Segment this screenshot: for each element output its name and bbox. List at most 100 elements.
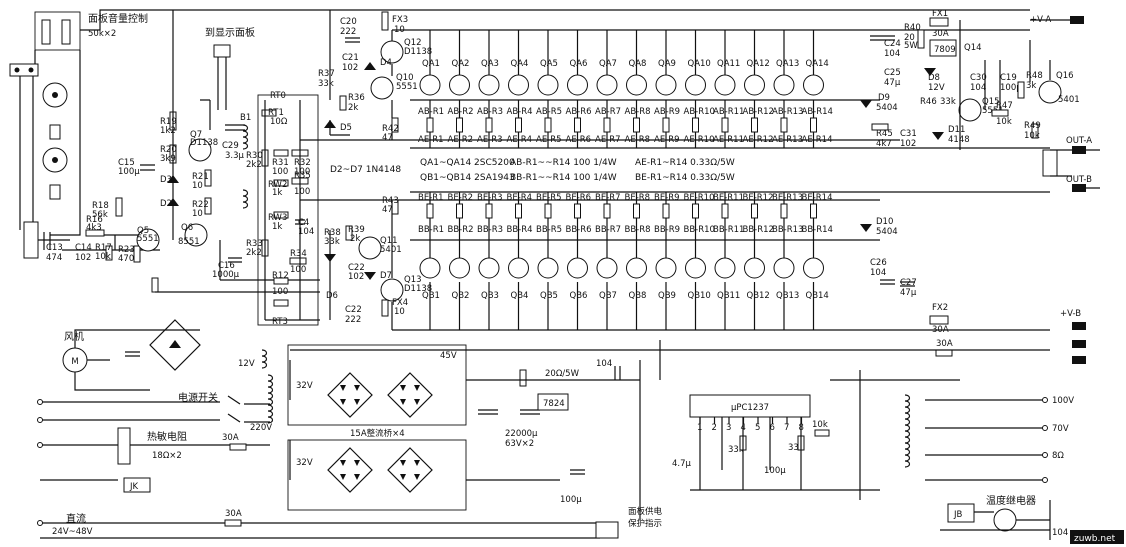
out-b-label: OUT-B xyxy=(1066,175,1092,185)
svg-text:R18: R18 xyxy=(92,201,109,211)
ber-label: BE-R2 xyxy=(448,193,474,203)
aer-label: AE-R5 xyxy=(536,135,562,145)
svg-text:5W: 5W xyxy=(904,41,918,51)
qb-transistor xyxy=(685,257,706,279)
svg-text:R40: R40 xyxy=(904,23,921,33)
abr-label: AB-R6 xyxy=(566,107,592,117)
q6-transistor xyxy=(184,223,208,247)
svg-text:R30: R30 xyxy=(246,151,263,161)
svg-text:102: 102 xyxy=(75,253,91,263)
qa-label: QA2 xyxy=(452,59,470,69)
qb-label: QB14 xyxy=(806,291,829,301)
qa-label: QA5 xyxy=(540,59,558,69)
svg-text:47μ: 47μ xyxy=(884,78,901,88)
svg-text:Q13: Q13 xyxy=(404,275,422,285)
rectifier-box-top xyxy=(287,344,467,426)
qa-transistor-array: QA1AB-R1AE-R1QA2AB-R2AE-R2QA3AB-R3AE-R3Q… xyxy=(418,30,833,148)
qb-label: QB8 xyxy=(629,291,647,301)
qa-label: QA6 xyxy=(570,59,588,69)
aer-resistor xyxy=(810,117,817,133)
out-100v-label: 100V xyxy=(1052,396,1074,406)
rectifier-box-bottom xyxy=(287,439,467,511)
bbr-label: BB-R7 xyxy=(595,225,621,235)
r10k-label: 10k xyxy=(812,420,828,430)
aer-label: AE-R14 xyxy=(802,135,833,145)
svg-text:R43: R43 xyxy=(382,196,399,206)
svg-text:C21: C21 xyxy=(342,53,359,63)
thermistor xyxy=(117,427,131,465)
volume-control-label: 面板音量控制 xyxy=(88,12,148,25)
q5-transistor xyxy=(136,228,160,252)
qb-label: QB11 xyxy=(717,291,740,301)
svg-text:C26: C26 xyxy=(870,258,887,268)
qa-label: QA12 xyxy=(747,59,770,69)
svg-text:C22: C22 xyxy=(348,263,365,273)
svg-text:RT1: RT1 xyxy=(268,108,284,118)
qb-transistor xyxy=(449,257,470,279)
ber-label: BE-R5 xyxy=(536,193,562,203)
ber-label: BE-R1 xyxy=(418,193,444,203)
qb-transistor xyxy=(773,257,795,279)
qb-label: QB6 xyxy=(570,291,588,301)
aer-label: AE-R9 xyxy=(654,135,680,145)
abr-label: AB-R11 xyxy=(713,107,744,117)
bbr-label: BB-R11 xyxy=(713,225,744,235)
svg-text:1000μ: 1000μ xyxy=(212,270,240,280)
q11-transistor xyxy=(358,236,382,260)
qa-transistor xyxy=(449,74,470,96)
ber-label: BE-R10 xyxy=(684,193,715,203)
svg-text:5551: 5551 xyxy=(137,234,159,244)
qb-transistor xyxy=(508,257,529,279)
qb-parts-note: QB1~QB14 2SA1943 xyxy=(420,173,515,183)
out-8ohm-label: 8Ω xyxy=(1052,451,1064,461)
svg-text:R36: R36 xyxy=(348,93,365,103)
ber-resistor xyxy=(780,203,788,219)
svg-text:102: 102 xyxy=(342,63,358,73)
bbr-label: BB-R3 xyxy=(477,225,503,235)
svg-text:D1138: D1138 xyxy=(190,138,218,148)
svg-text:RW2: RW2 xyxy=(268,180,287,190)
svg-text:R34: R34 xyxy=(290,249,307,259)
aer-resistor xyxy=(751,117,758,133)
v45-label: 45V xyxy=(440,351,457,361)
aer-label: AE-R8 xyxy=(625,135,651,145)
svg-text:R38: R38 xyxy=(324,228,341,238)
qb-transistor-array: BE-R1BB-R1QB1BE-R2BB-R2QB2BE-R3BB-R3QB3B… xyxy=(418,192,833,330)
upc-label: μPC1237 xyxy=(731,403,769,413)
fx2-label: FX2 xyxy=(932,303,948,313)
svg-text:C19: C19 xyxy=(1000,73,1017,83)
svg-text:56k: 56k xyxy=(92,210,108,220)
svg-text:10: 10 xyxy=(192,181,203,191)
temp-relay-coil xyxy=(993,508,1017,532)
svg-text:Q11: Q11 xyxy=(380,236,398,246)
svg-text:2k2: 2k2 xyxy=(246,248,262,258)
svg-text:3k: 3k xyxy=(1026,81,1036,91)
bbr-label: BB-R2 xyxy=(448,225,474,235)
qa-label: QA13 xyxy=(776,59,799,69)
svg-text:RT3: RT3 xyxy=(272,317,288,327)
ber-resistor xyxy=(721,203,729,219)
ber-label: BE-R3 xyxy=(477,193,503,203)
svg-text:D2: D2 xyxy=(160,199,172,209)
bbr-label: BB-R5 xyxy=(536,225,562,235)
ber-label: BE-R4 xyxy=(507,193,533,203)
aer-label: AE-R4 xyxy=(507,135,533,145)
regulator-7809 xyxy=(929,39,957,57)
qb-label: QB12 xyxy=(747,291,770,301)
display-connector xyxy=(213,44,231,58)
svg-text:4k7: 4k7 xyxy=(876,139,892,149)
abr-label: AB-R14 xyxy=(802,107,833,117)
r20-label: 20Ω/5W xyxy=(545,369,580,379)
qb-transistor xyxy=(419,257,441,279)
q7-transistor xyxy=(188,138,212,162)
svg-text:C22: C22 xyxy=(345,305,362,315)
aer-resistor xyxy=(515,117,522,133)
aer-resistor xyxy=(721,117,729,133)
volume-pot-frame xyxy=(34,11,81,51)
abr-label: AB-R7 xyxy=(595,107,621,117)
svg-text:104: 104 xyxy=(970,83,986,93)
c47-label: 4.7μ xyxy=(672,459,692,469)
ber-label: BE-R9 xyxy=(654,193,680,203)
